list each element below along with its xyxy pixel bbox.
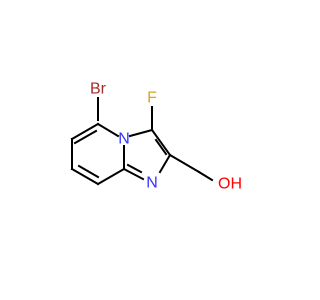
bond-n4-c3 <box>128 128 154 138</box>
bromine-atom-label: Br <box>90 81 107 98</box>
fluorine-atom-label: F <box>147 90 157 107</box>
bond-c2-ch2 <box>168 153 201 174</box>
bond-c7-c8 <box>70 167 100 186</box>
bond-n1-c8a <box>122 167 145 181</box>
bond-c7-c8-double <box>77 164 100 179</box>
bond-c8-c8a <box>96 167 126 186</box>
bond-ch2-o <box>197 170 214 182</box>
bond-c3-c2 <box>150 128 172 157</box>
bridgehead-nitrogen-label: N <box>118 131 130 148</box>
bond-c2-n1 <box>158 153 172 174</box>
bond-n1-c8a-double <box>126 163 143 174</box>
hydroxyl-label: OH <box>218 176 242 193</box>
bond-group <box>70 97 214 186</box>
imidazole-nitrogen-label: N <box>146 175 158 192</box>
structure-canvas: Br F N N OH <box>70 80 242 193</box>
bond-c3-c2-double <box>154 138 168 156</box>
bond-n4-c5 <box>96 122 120 138</box>
bond-c5-c6-double <box>73 129 98 145</box>
bond-c5-c6 <box>70 122 100 141</box>
molecule-structure: Br F N N OH <box>70 81 242 193</box>
